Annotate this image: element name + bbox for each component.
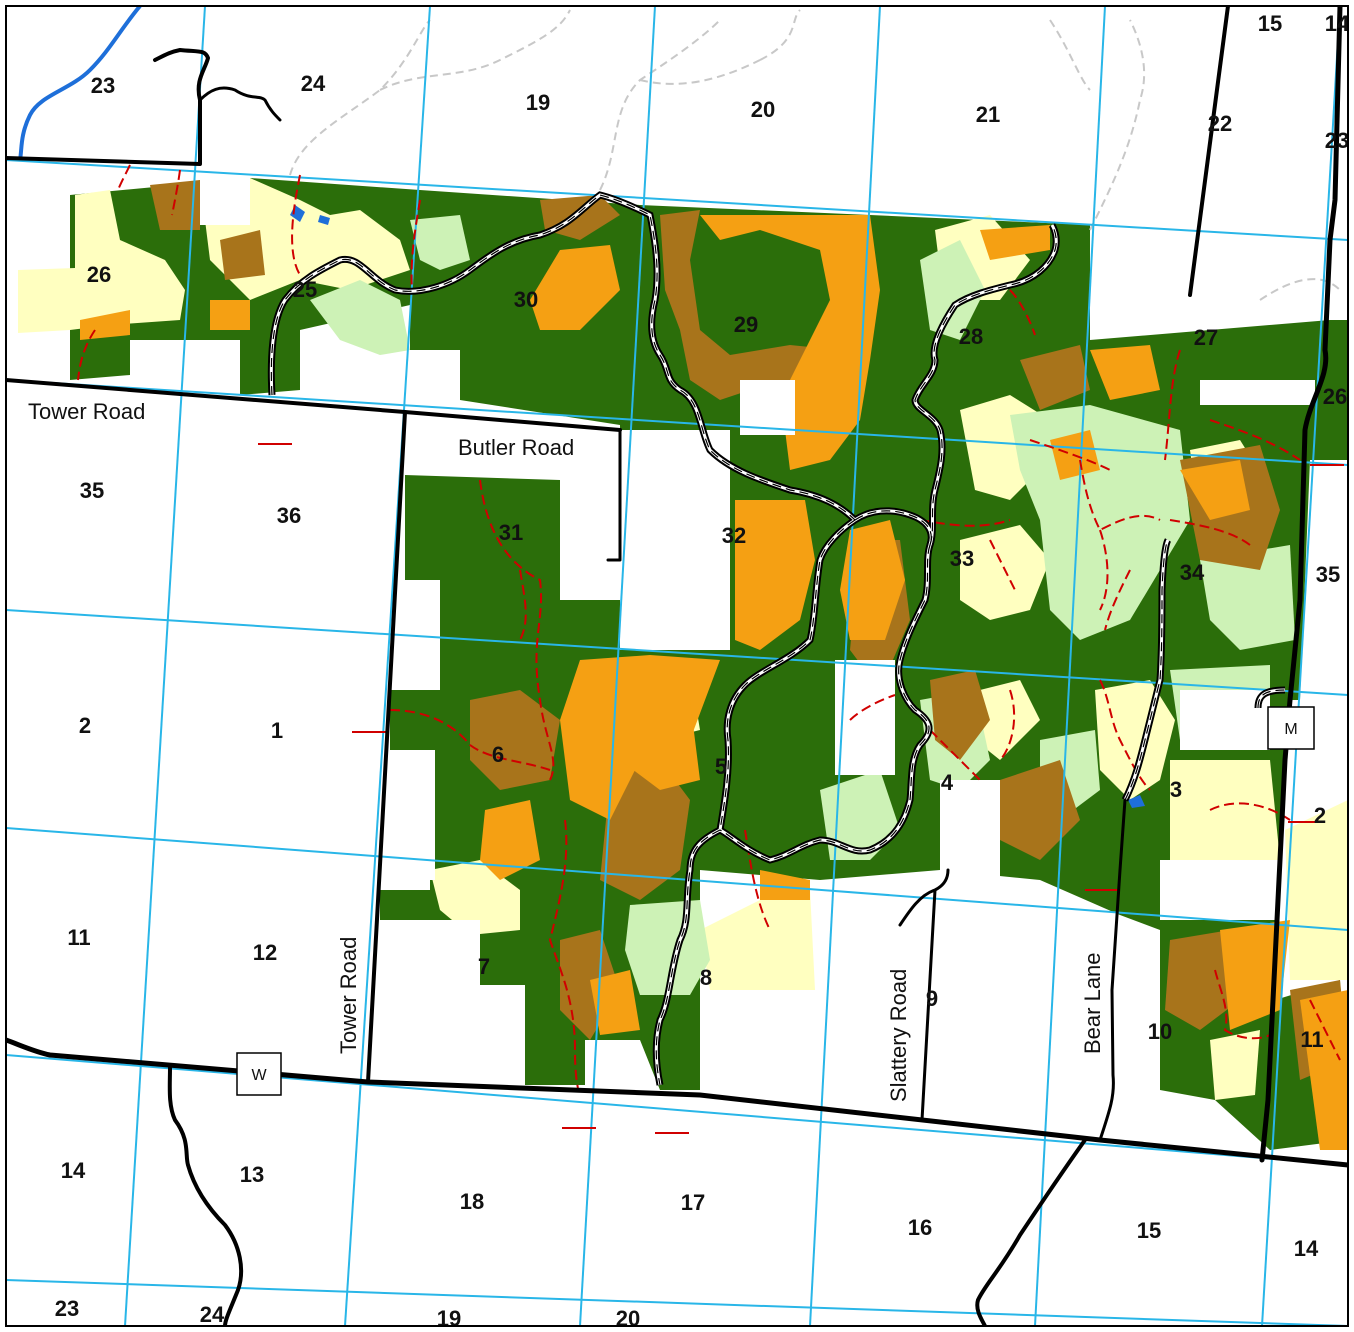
south-road-west <box>167 1066 244 1326</box>
butler-road-line <box>606 428 622 562</box>
route-shield-w-label: W <box>251 1067 267 1084</box>
section-label: 7 <box>478 954 490 979</box>
map-frame <box>5 5 1349 1327</box>
north-east-road <box>1188 6 1230 297</box>
section-label: 36 <box>277 503 301 528</box>
section-label: 23 <box>1325 128 1349 153</box>
section-label: 5 <box>715 754 727 779</box>
section-label: 23 <box>55 1296 79 1321</box>
section-label: 15 <box>1137 1218 1161 1243</box>
river <box>18 6 142 161</box>
section-label: 29 <box>734 312 758 337</box>
tower-road-south-label: Tower Road <box>336 937 361 1054</box>
section-label: 14 <box>61 1158 86 1183</box>
light-green-area <box>310 215 1295 995</box>
route-shield-w: W <box>236 1052 282 1096</box>
section-label: 27 <box>1194 325 1218 350</box>
route-shield-m: M <box>1267 706 1315 750</box>
section-label: 19 <box>526 90 550 115</box>
section-label: 1 <box>271 718 283 743</box>
section-label: 11 <box>67 925 90 950</box>
section-label: 4 <box>941 770 954 795</box>
tower-road-north-label: Tower Road <box>28 399 145 424</box>
tower-road-south-line <box>366 410 407 1084</box>
section-label: 35 <box>80 478 104 503</box>
section-label: 26 <box>87 262 111 287</box>
trail-markers <box>258 443 1344 1134</box>
section-label: 11 <box>1300 1027 1323 1052</box>
land-cover <box>18 175 1348 1150</box>
section-label: 19 <box>437 1306 461 1331</box>
section-label: 30 <box>514 287 538 312</box>
section-label: 2 <box>1314 803 1326 828</box>
section-label: 28 <box>959 324 983 349</box>
section-label: 15 <box>1258 11 1282 36</box>
section-label: 18 <box>460 1189 484 1214</box>
section-label: 33 <box>950 546 974 571</box>
section-label: 8 <box>700 965 712 990</box>
section-label: 3 <box>1170 777 1182 802</box>
section-label: 12 <box>253 940 277 965</box>
south-road-east <box>975 1138 1087 1326</box>
slattery-road-label: Slattery Road <box>886 969 911 1102</box>
section-grid <box>6 6 1348 1326</box>
bear-lane-line <box>1098 798 1127 1142</box>
section-label: 2 <box>79 713 91 738</box>
top-left-road <box>6 48 210 166</box>
roads <box>6 6 1348 1326</box>
intermittent-streams <box>289 9 1341 301</box>
section-label: 35 <box>1316 562 1340 587</box>
section-label: 17 <box>681 1190 705 1215</box>
section-label: 34 <box>1180 560 1205 585</box>
section-label: 9 <box>926 986 938 1011</box>
section-label: 23 <box>91 73 115 98</box>
section-label: 16 <box>908 1215 932 1240</box>
slattery-road-line <box>898 868 950 1122</box>
section-label: 10 <box>1148 1019 1172 1044</box>
section-label: 14 <box>1294 1236 1319 1261</box>
section-label: 6 <box>492 742 504 767</box>
section-label: 22 <box>1208 111 1232 136</box>
section-label: 13 <box>240 1162 264 1187</box>
section-label: 25 <box>293 277 317 302</box>
unimproved-roads <box>271 191 1285 1085</box>
section-label: 24 <box>301 71 326 96</box>
section-label: 21 <box>976 102 1000 127</box>
section-label: 32 <box>722 523 746 548</box>
excluded-parcels <box>130 175 1315 1090</box>
section-labels: 23 24 19 20 21 22 15 14 23 26 25 30 29 2… <box>55 11 1350 1331</box>
section-label: 20 <box>751 97 775 122</box>
section-label: 24 <box>200 1302 225 1327</box>
road-labels: Tower Road Butler Road Tower Road Slatte… <box>28 399 1105 1102</box>
section-label: 26 <box>1323 384 1347 409</box>
section-label: 14 <box>1325 11 1350 36</box>
section-label: 20 <box>616 1306 640 1331</box>
main-highway <box>6 1037 1348 1168</box>
route-shield-m-label: M <box>1284 721 1297 738</box>
top-spur-road <box>198 86 282 122</box>
butler-road-label: Butler Road <box>458 435 574 460</box>
bear-lane-label: Bear Lane <box>1080 952 1105 1054</box>
section-label: 31 <box>499 520 523 545</box>
